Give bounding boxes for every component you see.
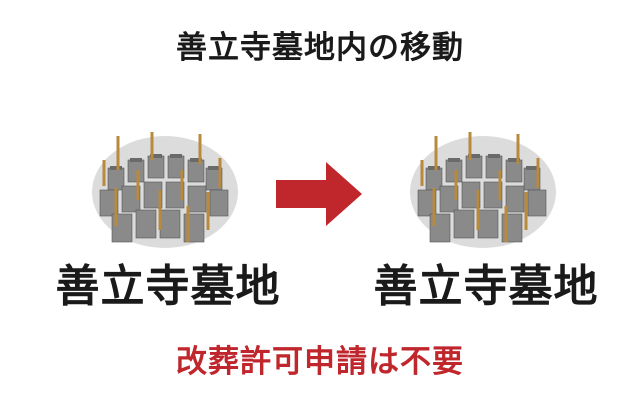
to-cemetery-label: 善立寺墓地 xyxy=(373,261,599,312)
from-cemetery-label: 善立寺墓地 xyxy=(55,261,281,312)
page-title: 善立寺墓地内の移動 xyxy=(176,30,464,66)
permit-note: 改葬許可申請は不要 xyxy=(176,344,464,380)
cemetery-illustration-left xyxy=(92,132,238,248)
right-arrow-icon xyxy=(276,162,362,226)
cemetery-illustration-right xyxy=(410,132,556,248)
